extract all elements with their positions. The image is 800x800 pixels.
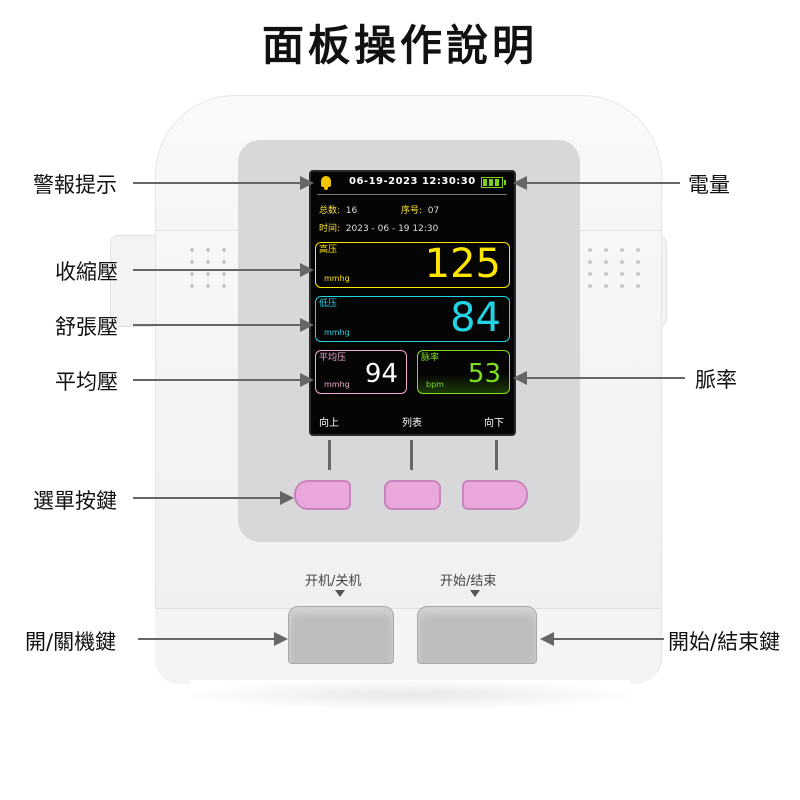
- softkey-list-label: 列表: [402, 418, 422, 429]
- callout-systolic-line: [133, 269, 303, 271]
- start-pointer-icon: [470, 590, 480, 597]
- systolic-label: 高压: [319, 245, 338, 255]
- mean-label: 平均压: [319, 353, 347, 363]
- callout-diastolic-arrow-icon: [300, 318, 314, 332]
- callout-pulse: 脈率: [695, 368, 737, 392]
- callout-battery-arrow-icon: [513, 176, 527, 190]
- callout-menu-arrow-icon: [280, 491, 294, 505]
- start-stop-button[interactable]: [417, 606, 537, 664]
- up-button[interactable]: [294, 480, 351, 510]
- callout-mean-line: [133, 379, 303, 381]
- systolic-unit: mmhg: [324, 274, 350, 283]
- callout-power-line: [138, 638, 278, 640]
- callout-start-line: [552, 638, 664, 640]
- down-button[interactable]: [462, 480, 528, 510]
- device-bottom-shelf: [155, 608, 660, 684]
- callout-start: 開始/結束鍵: [668, 630, 781, 654]
- device-base: [190, 680, 630, 710]
- diastolic-box: 低压 mmhg 84: [315, 295, 510, 342]
- power-button-label: 开机/关机: [305, 574, 362, 589]
- bell-icon: [321, 176, 331, 190]
- callout-mean: 平均壓: [55, 370, 118, 394]
- status-bar: 06-19-2023 12:30:30: [311, 175, 514, 191]
- power-button[interactable]: [288, 606, 394, 664]
- callout-pulse-line: [525, 377, 685, 379]
- start-button-label: 开始/结束: [440, 574, 497, 589]
- pulse-label: 脉率: [421, 353, 440, 363]
- battery-icon: [481, 177, 506, 188]
- callout-menu-line: [133, 497, 285, 499]
- status-separator: [317, 194, 507, 195]
- datetime-display: 06-19-2023 12:30:30: [349, 176, 476, 187]
- callout-alarm: 警報提示: [33, 173, 117, 197]
- systolic-value: 125: [424, 241, 501, 287]
- callout-alarm-line: [133, 182, 303, 184]
- callout-start-arrow-icon: [540, 632, 554, 646]
- mean-value: 94: [364, 359, 398, 389]
- callout-systolic-arrow-icon: [300, 263, 314, 277]
- callout-diastolic: 舒張壓: [55, 315, 118, 339]
- pulse-unit: bpm: [426, 380, 444, 389]
- record-time: 时间: 2023 - 06 - 19 12:30: [319, 224, 439, 234]
- button-guide-line-list: [410, 440, 413, 470]
- callout-systolic: 收縮壓: [55, 260, 118, 284]
- page-title: 面板操作說明: [261, 21, 538, 70]
- callout-battery: 電量: [688, 173, 730, 197]
- softkey-down-label: 向下: [484, 418, 504, 429]
- diastolic-unit: mmhg: [324, 328, 350, 337]
- callout-mean-arrow-icon: [300, 373, 314, 387]
- callout-power-arrow-icon: [274, 632, 288, 646]
- list-button[interactable]: [384, 480, 441, 510]
- lcd-screen: 06-19-2023 12:30:30 总数: 16 序号: 07 时间: 20…: [309, 170, 516, 436]
- button-guide-line-down: [495, 440, 498, 470]
- callout-diastolic-line: [133, 324, 303, 326]
- mean-box: 平均压 mmhg 94: [315, 350, 407, 394]
- diastolic-label: 低压: [319, 299, 338, 309]
- speaker-grille-right: [588, 248, 644, 288]
- softkey-up-label: 向上: [319, 418, 339, 429]
- diastolic-value: 84: [450, 295, 501, 341]
- power-pointer-icon: [335, 590, 345, 597]
- button-guide-line-up: [328, 440, 331, 470]
- systolic-box: 高压 mmhg 125: [315, 241, 510, 288]
- callout-pulse-arrow-icon: [513, 371, 527, 385]
- callout-power: 開/關機鍵: [25, 630, 117, 654]
- callout-menu: 選單按鍵: [33, 489, 117, 513]
- mean-unit: mmhg: [324, 380, 350, 389]
- pulse-box: 脉率 bpm 53: [417, 350, 510, 394]
- record-seq: 序号: 07: [401, 206, 440, 216]
- record-total: 总数: 16: [319, 206, 358, 216]
- callout-alarm-arrow-icon: [300, 176, 314, 190]
- pulse-value: 53: [467, 359, 501, 389]
- callout-battery-line: [525, 182, 680, 184]
